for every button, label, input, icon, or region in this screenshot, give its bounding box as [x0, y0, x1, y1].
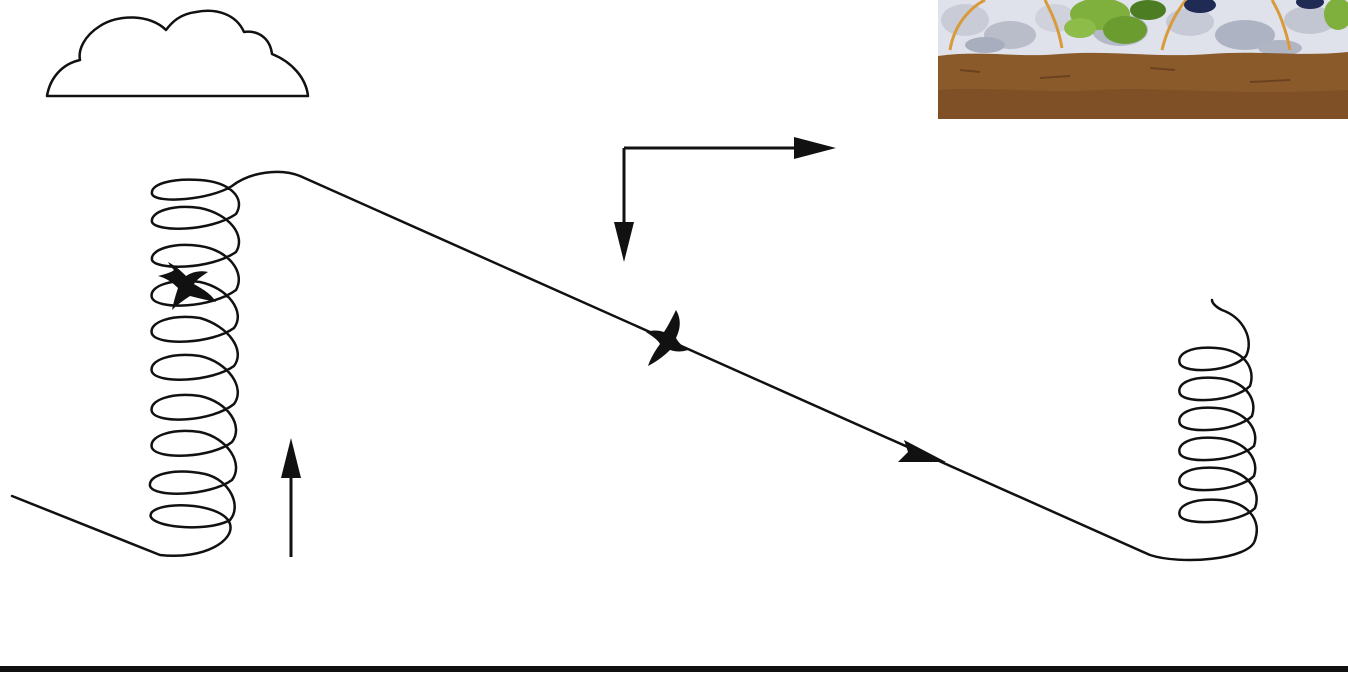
right-spiral	[1179, 300, 1256, 540]
arrow-right-icon	[624, 137, 836, 159]
arrow-up-icon	[281, 438, 301, 557]
left-spiral-path	[12, 172, 1255, 560]
bird-icon	[646, 310, 688, 366]
vineyard-inset	[938, 0, 1348, 119]
cloud-icon	[47, 11, 308, 96]
arrow-right-icon	[898, 440, 946, 462]
arrow-down-icon	[614, 148, 634, 262]
